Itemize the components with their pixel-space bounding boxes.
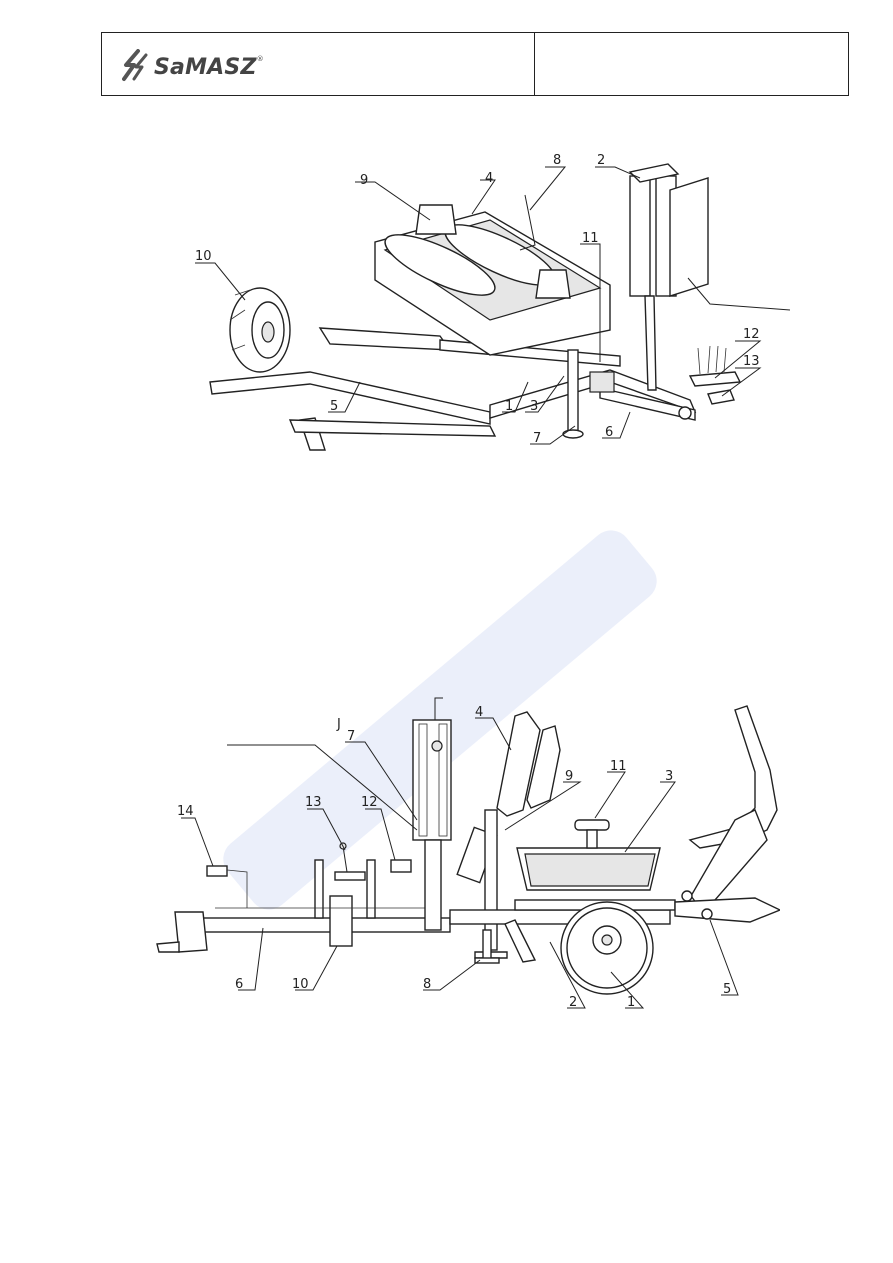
label-12: 12 xyxy=(361,795,378,810)
header-empty-cell xyxy=(535,33,848,95)
label-5: 5 xyxy=(330,399,338,414)
label-j: J xyxy=(336,717,341,732)
label-2: 2 xyxy=(597,153,605,168)
label-1: 1 xyxy=(627,995,635,1010)
turntable-drawing xyxy=(516,819,661,891)
turntable-drawing xyxy=(374,204,611,356)
label-6: 6 xyxy=(235,977,243,992)
label-7: 7 xyxy=(533,431,541,446)
wrapping-unit-drawing xyxy=(390,697,452,931)
label-9: 9 xyxy=(565,769,573,784)
label-4: 4 xyxy=(475,705,483,720)
tipping-arm-drawing xyxy=(674,705,780,923)
cable-drawing xyxy=(226,869,248,908)
figure-isometric-view: 9 4 8 2 10 11 12 13 5 1 3 7 6 xyxy=(190,150,800,470)
registered-mark: ® xyxy=(256,55,264,63)
label-11: 11 xyxy=(610,759,627,774)
label-8: 8 xyxy=(553,153,561,168)
figure-side-view: J 7 4 9 11 3 14 13 12 6 10 8 2 1 5 xyxy=(155,690,780,1020)
label-5: 5 xyxy=(723,982,731,997)
control-box-drawing xyxy=(688,345,742,405)
label-14: 14 xyxy=(177,804,194,819)
label-9: 9 xyxy=(360,173,368,188)
label-7: 7 xyxy=(347,729,355,744)
label-11: 11 xyxy=(582,231,599,246)
label-10: 10 xyxy=(292,977,309,992)
wheel-drawing xyxy=(229,287,291,373)
support-jack-drawing xyxy=(474,929,500,964)
label-12: 12 xyxy=(743,327,760,342)
control-box-drawing xyxy=(334,842,366,881)
support-leg-drawing xyxy=(562,349,615,439)
document-header: SaMASZ ® xyxy=(101,32,849,96)
label-6: 6 xyxy=(605,425,613,440)
label-10: 10 xyxy=(195,249,212,264)
label-3: 3 xyxy=(665,769,673,784)
lever-drawing xyxy=(519,194,536,251)
label-2: 2 xyxy=(569,995,577,1010)
label-1: 1 xyxy=(505,399,513,414)
bottom-leader-lines xyxy=(181,717,739,1009)
label-4: 4 xyxy=(485,171,493,186)
top-leader-lines xyxy=(195,166,762,445)
brand-name: SaMASZ xyxy=(154,54,257,80)
wrapping-arm-drawing xyxy=(628,163,791,391)
label-8: 8 xyxy=(423,977,431,992)
samasz-logo-icon xyxy=(122,49,148,81)
label-13: 13 xyxy=(305,795,322,810)
samasz-logo: SaMASZ ® xyxy=(122,49,264,85)
wheel-drawing xyxy=(560,901,654,995)
label-13: 13 xyxy=(743,354,760,369)
drawbar-drawing xyxy=(156,859,451,953)
remote-box-drawing xyxy=(206,865,228,877)
label-3: 3 xyxy=(530,399,538,414)
header-logo-cell: SaMASZ ® xyxy=(102,33,535,95)
